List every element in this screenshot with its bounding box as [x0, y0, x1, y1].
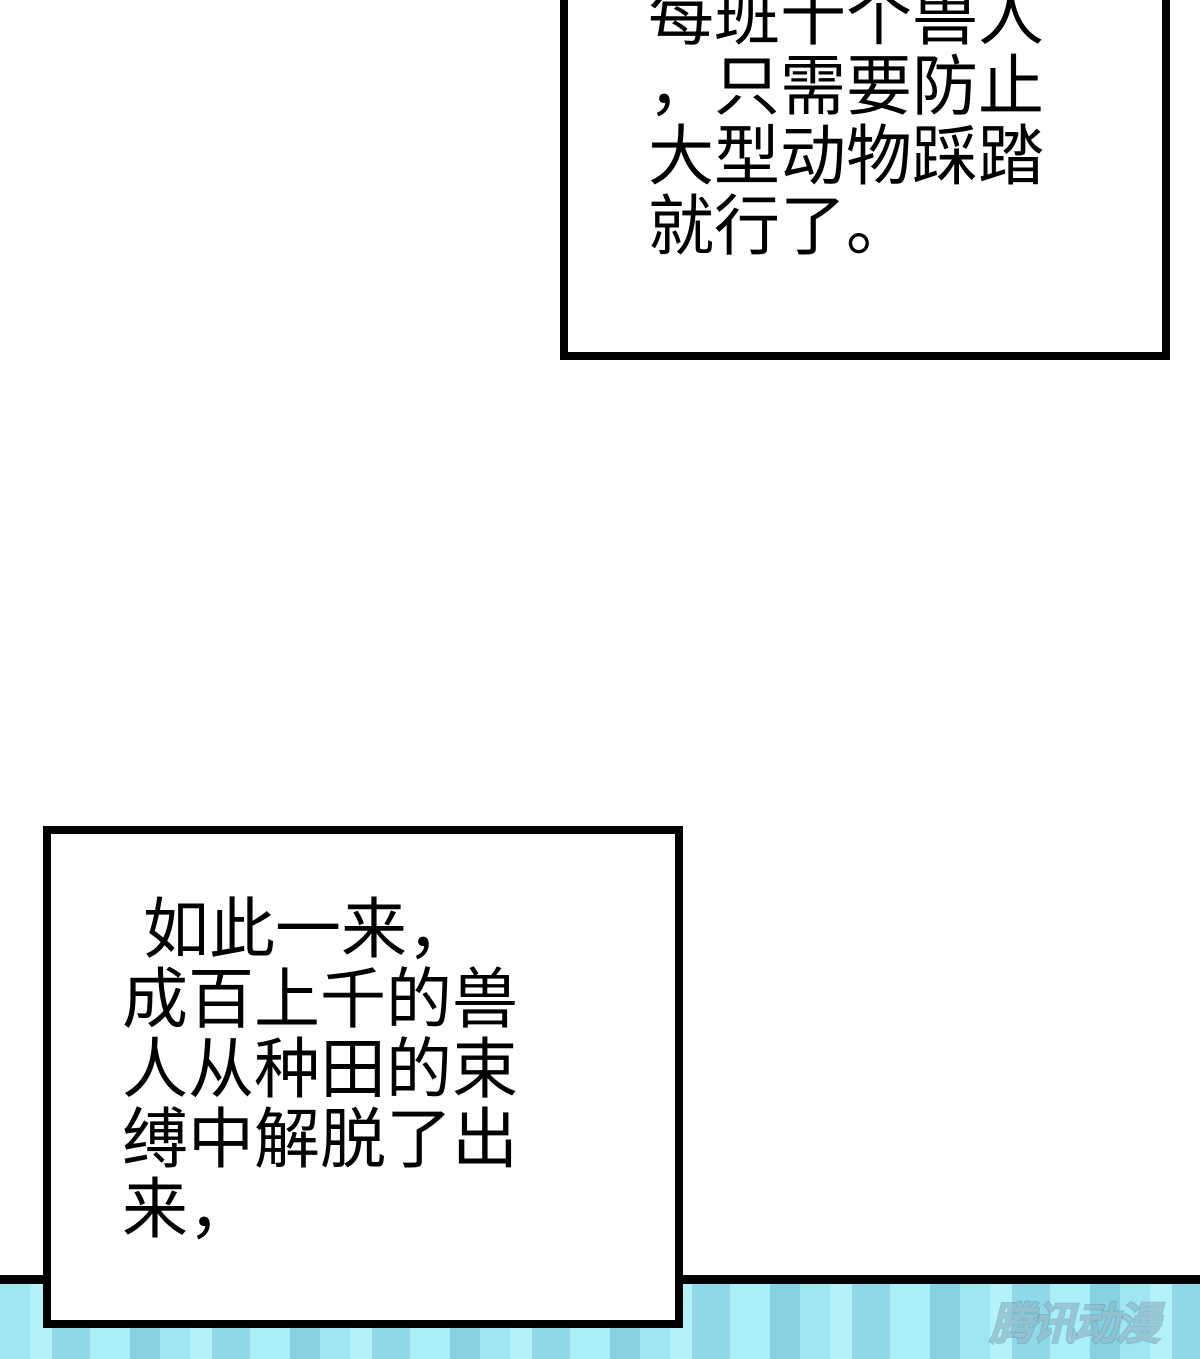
caption-line: 如此一来， — [122, 891, 473, 968]
caption-line: 每班十个兽人 — [648, 0, 1044, 55]
caption-line: 成百上千的兽 — [122, 961, 518, 1038]
caption-box-bottom — [43, 826, 683, 1328]
watermark-logo: 腾讯动漫 — [989, 1298, 1161, 1351]
caption-line: 就行了。 — [648, 188, 912, 265]
caption-line: 人从种田的束 — [122, 1031, 518, 1108]
caption-line: 大型动物踩踏 — [648, 118, 1044, 195]
caption-line: 来， — [122, 1171, 254, 1248]
caption-box-top — [560, 0, 1170, 360]
caption-line: ，只需要防止 — [648, 48, 1044, 125]
caption-text-bottom: 如此一来，成百上千的兽人从种田的束缚中解脱了出来， — [122, 895, 518, 1245]
caption-text-top: 每班十个兽人，只需要防止大型动物踩踏就行了。 — [648, 0, 1044, 262]
caption-line: 缚中解脱了出 — [122, 1101, 518, 1178]
